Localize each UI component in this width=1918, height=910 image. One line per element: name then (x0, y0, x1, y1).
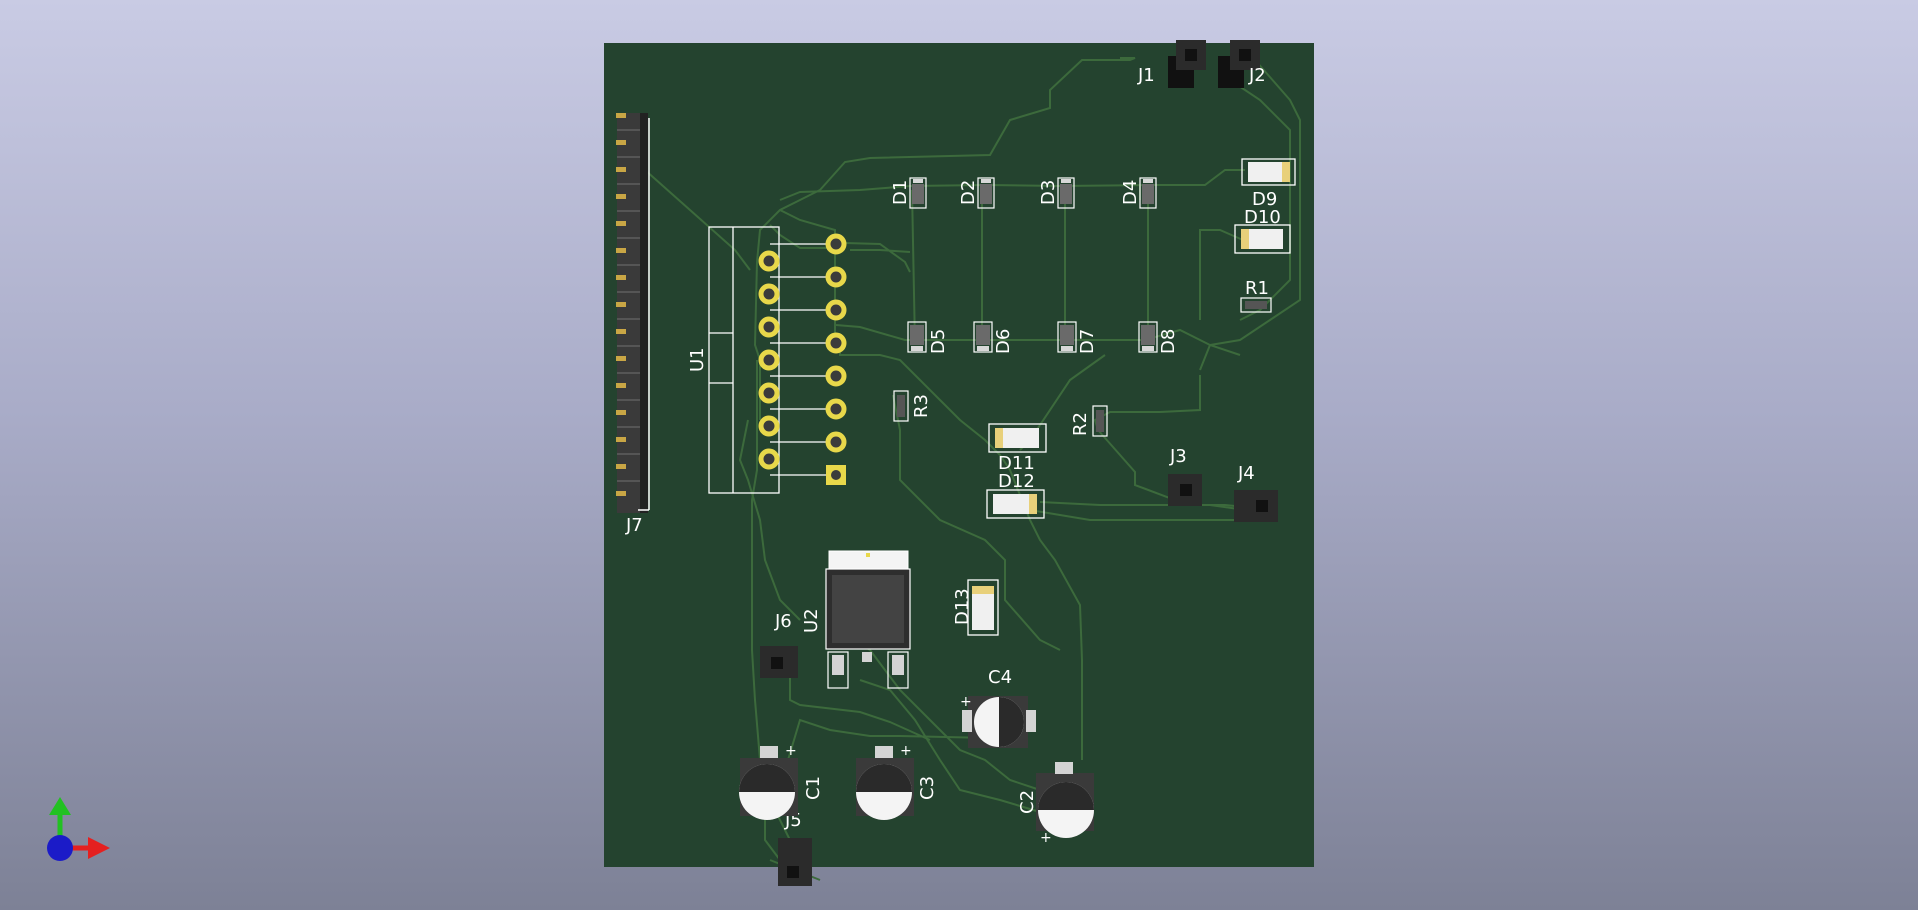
c4-capacitor[interactable] (962, 696, 1036, 748)
d9-led[interactable] (1241, 158, 1296, 186)
d13-label: D13 (952, 588, 973, 625)
j2-label: J2 (1248, 65, 1266, 86)
j2-connector[interactable] (1218, 40, 1260, 88)
j6-connector[interactable] (760, 646, 798, 678)
d10-label: D10 (1244, 207, 1281, 228)
z-axis-origin (47, 835, 73, 861)
d7-label: D7 (1077, 329, 1098, 354)
c4-label: C4 (988, 667, 1012, 688)
r1-resistor[interactable] (1240, 297, 1272, 313)
axes-gizmo (47, 797, 110, 861)
r3-resistor[interactable] (893, 390, 909, 422)
j6-label: J6 (774, 611, 792, 632)
j4-label: J4 (1237, 463, 1255, 484)
leds-top-row[interactable] (909, 177, 1157, 209)
d1-label: D1 (890, 180, 911, 205)
r1-label: R1 (1245, 278, 1269, 299)
u1-dip-footprint[interactable] (708, 226, 847, 494)
r2-label: R2 (1070, 412, 1091, 436)
d10-led[interactable] (1234, 224, 1291, 254)
c3-capacitor[interactable] (856, 746, 914, 820)
j3-label: J3 (1169, 446, 1187, 467)
d9-label: D9 (1252, 189, 1277, 210)
y-axis-arrowhead (49, 797, 71, 815)
d3-label: D3 (1038, 180, 1059, 205)
c3-plus: + (900, 743, 912, 759)
j3-connector[interactable] (1168, 474, 1202, 506)
r2-resistor[interactable] (1092, 405, 1108, 437)
c1-plus: + (785, 743, 797, 759)
r3-label: R3 (911, 394, 932, 418)
c1-capacitor[interactable] (739, 746, 798, 820)
j7-label: J7 (625, 515, 643, 536)
u1-label: U1 (687, 347, 708, 372)
u2-regulator[interactable] (825, 550, 911, 689)
c2-label: C2 (1017, 790, 1038, 814)
x-axis-arrowhead (88, 837, 110, 859)
c3-label: C3 (917, 776, 938, 800)
d5-label: D5 (928, 329, 949, 354)
c2-plus: + (1040, 830, 1052, 846)
c1-label: C1 (803, 776, 824, 800)
d4-label: D4 (1120, 180, 1141, 205)
j1-connector[interactable] (1168, 40, 1206, 88)
d12-label: D12 (998, 471, 1035, 492)
d13-led[interactable] (967, 579, 999, 636)
d2-label: D2 (958, 180, 979, 205)
j5-connector[interactable] (778, 838, 812, 886)
d8-label: D8 (1158, 329, 1179, 354)
j7-pin-header[interactable] (616, 113, 650, 513)
c2-capacitor[interactable] (1036, 762, 1094, 838)
d12-led[interactable] (986, 489, 1045, 519)
c4-plus: + (960, 694, 972, 710)
j1-label: J1 (1137, 65, 1155, 86)
leds-bottom-row[interactable] (907, 321, 1158, 353)
u2-label: U2 (801, 608, 822, 633)
pcb-board[interactable] (604, 43, 1314, 867)
d11-label: D11 (998, 453, 1035, 474)
d6-label: D6 (993, 329, 1014, 354)
j4-connector[interactable] (1234, 490, 1278, 522)
d11-led[interactable] (988, 423, 1047, 453)
